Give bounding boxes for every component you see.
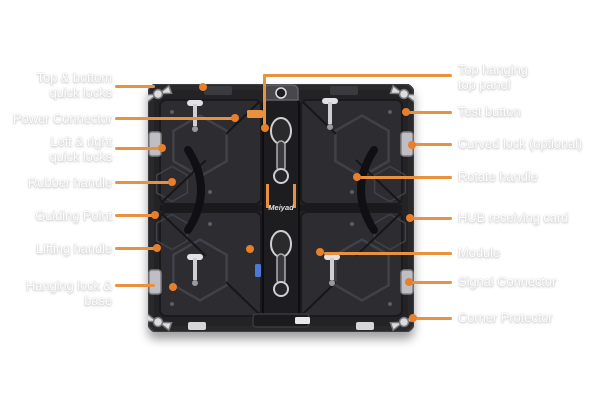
callout-dot xyxy=(406,214,414,222)
callout-line xyxy=(263,74,452,77)
callout-label-rubber-handle: Rubber handle xyxy=(28,175,112,190)
callout-line xyxy=(412,143,452,146)
callout-dot xyxy=(316,248,324,256)
cam-lock-levers xyxy=(270,117,292,297)
callout-line xyxy=(115,147,160,150)
callout-dot xyxy=(353,173,361,181)
callout-line xyxy=(360,176,452,179)
callout-line xyxy=(408,111,452,114)
curved-handles xyxy=(184,146,378,234)
callout-dot xyxy=(153,244,161,252)
led-cabinet-rear-view: Meiyad xyxy=(148,84,414,332)
top-hanging-bracket xyxy=(263,84,299,101)
callout-line xyxy=(324,252,452,255)
callout-dot xyxy=(402,108,410,116)
callout-label-lifting-handle: Lifting handle xyxy=(36,241,112,256)
cabinet-graphic: Meiyad xyxy=(148,84,414,332)
callout-label-top-hanging-panel: Top hanging top panel xyxy=(458,62,528,92)
brand-text: Meiyad xyxy=(268,203,294,212)
callout-dot xyxy=(231,114,239,122)
callout-label-left-right-quick-locks: Left & right quick locks xyxy=(49,134,113,164)
callout-dot xyxy=(408,141,416,149)
callout-label-test-button: Test button xyxy=(458,104,521,119)
callout-dot xyxy=(169,283,177,291)
callout-label-guiding-point: Guiding Point xyxy=(35,208,112,223)
callout-label-module: Module xyxy=(458,245,501,260)
screws xyxy=(170,110,392,306)
callout-label-signal-connector: Signal Connector xyxy=(458,274,557,289)
blue-connector xyxy=(255,264,261,277)
callout-dot xyxy=(405,278,413,286)
callout-line xyxy=(416,317,452,320)
callout-line xyxy=(115,85,155,88)
callout-line xyxy=(263,74,266,126)
callout-label-power-connector: Power Connector xyxy=(13,111,112,126)
callout-label-curved-lock: Curved lock (optional) xyxy=(458,136,583,151)
callout-label-corner-protector: Corner Protector xyxy=(458,310,553,325)
callout-label-hub-receiving-card: HUB receiving card xyxy=(458,210,569,225)
callout-dot xyxy=(158,144,166,152)
bottom-foot xyxy=(188,322,206,330)
callout-dot xyxy=(168,178,176,186)
callout-dot xyxy=(151,211,159,219)
callout-line xyxy=(412,281,452,284)
callout-label-hanging-lock-base: Hanging lock & base xyxy=(25,278,112,308)
bottom-foot xyxy=(356,322,374,330)
callout-line xyxy=(412,217,452,220)
orange-sticker xyxy=(247,110,263,118)
callout-label-rotate-handle: Rotate handle xyxy=(458,169,538,184)
callout-line xyxy=(115,247,155,250)
callout-line xyxy=(115,181,170,184)
cabinet-modules xyxy=(159,99,403,317)
callout-dot xyxy=(246,245,254,253)
callout-dot xyxy=(199,83,207,91)
t-pin-connectors xyxy=(187,98,340,286)
callout-dot xyxy=(261,124,269,132)
callout-dot xyxy=(409,314,417,322)
callout-line xyxy=(115,284,155,287)
callout-label-top-bottom-quick-locks: Top & bottom quick locks xyxy=(36,70,113,100)
callout-line xyxy=(115,117,235,120)
callout-line xyxy=(115,214,153,217)
